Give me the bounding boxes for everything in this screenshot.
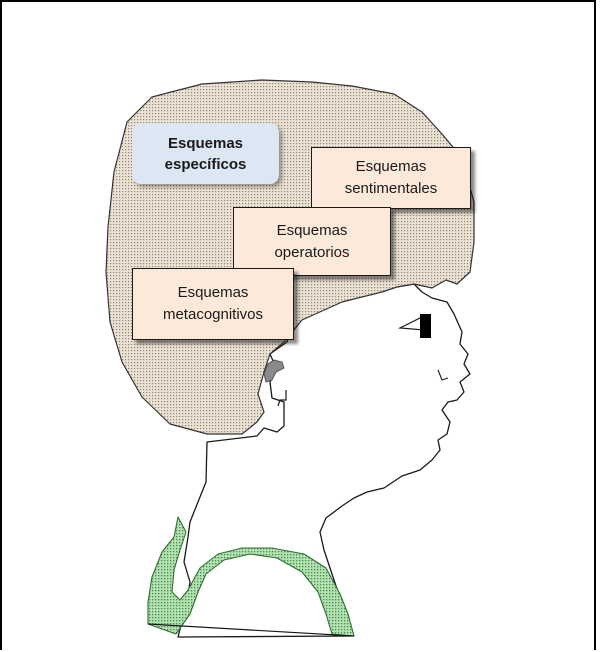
schema-sentimentales-line1: Esquemas [356, 156, 427, 178]
schema-operatorios-line1: Esquemas [277, 220, 348, 242]
schema-metacognitivos: Esquemas metacognitivos [132, 268, 294, 340]
schema-especificos-line1: Esquemas [168, 133, 243, 154]
schema-metacognitivos-line2: metacognitivos [163, 304, 263, 326]
schema-operatorios-line2: operatorios [274, 242, 349, 264]
schema-especificos: Esquemas específicos [132, 123, 279, 184]
schema-operatorios: Esquemas operatorios [233, 207, 391, 276]
schema-sentimentales: Esquemas sentimentales [311, 147, 471, 209]
schema-especificos-line2: específicos [165, 154, 247, 175]
eye-pupil [420, 314, 431, 338]
schema-sentimentales-line2: sentimentales [345, 178, 438, 200]
schema-metacognitivos-line1: Esquemas [178, 282, 249, 304]
